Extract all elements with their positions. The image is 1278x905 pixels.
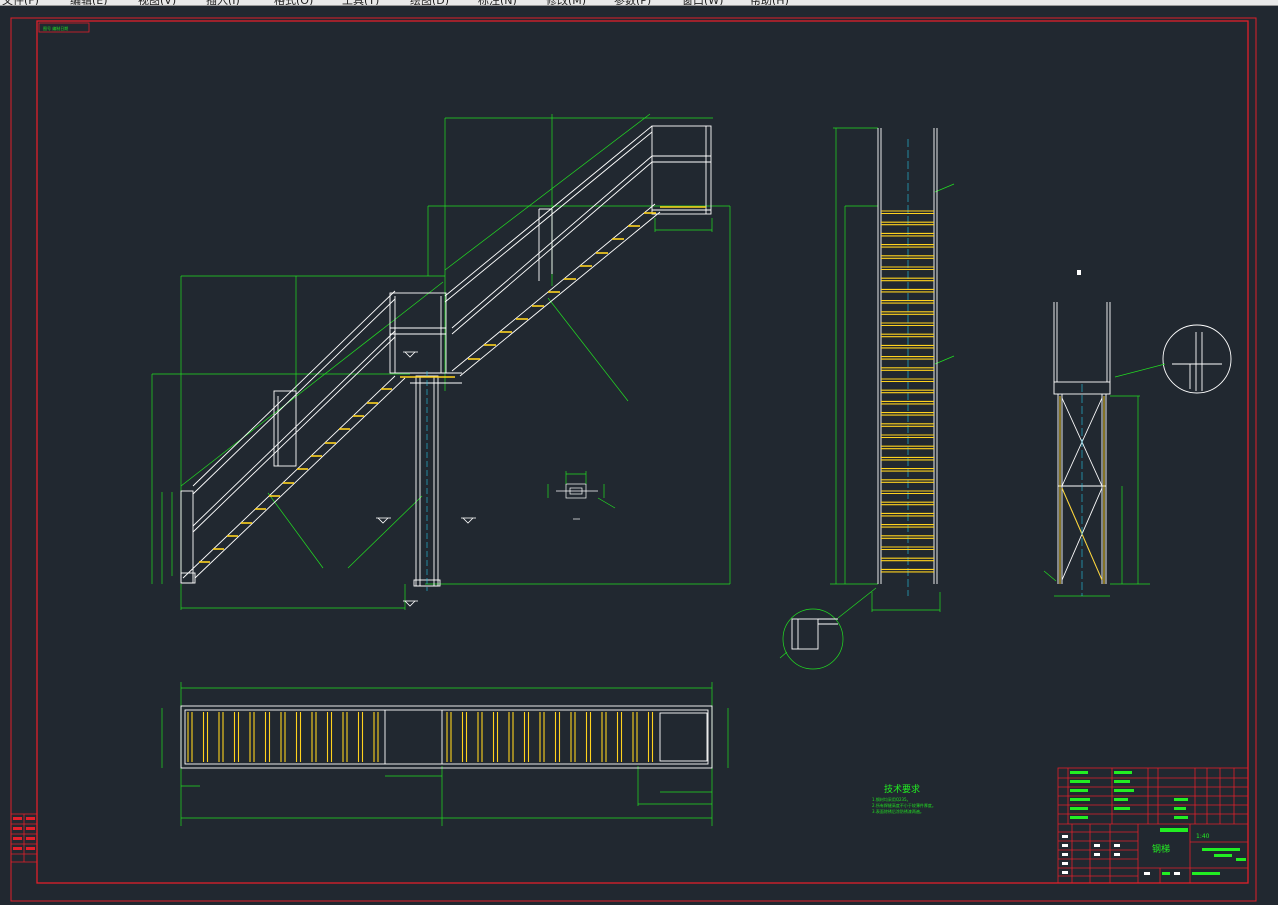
outer-drawing-frame <box>10 17 1257 902</box>
menu-item-1[interactable]: 编辑(E) <box>70 0 108 5</box>
stair-end-view[interactable] <box>1043 270 1232 597</box>
plan-treads <box>187 712 654 762</box>
ladder-rungs <box>881 210 934 573</box>
menu-item-10[interactable]: 窗口(W) <box>682 0 723 5</box>
menu-item-4[interactable]: 格式(O) <box>274 0 313 5</box>
title-block[interactable]: 1:40 钢梯 <box>1057 767 1249 884</box>
note-line-3: 3.表面除锈后涂防锈漆两遍。 <box>872 808 924 814</box>
menu-item-5[interactable]: 工具(T) <box>342 0 379 5</box>
stair-treads <box>199 206 706 563</box>
handrail <box>180 125 712 587</box>
menu-item-6[interactable]: 绘图(D) <box>410 0 449 5</box>
menu-bar: 文件(F) 编辑(E) 视图(V) 插入(I) 格式(O) 工具(T) 绘图(D) 标注(N)… <box>0 0 1278 6</box>
stair-plan-view[interactable] <box>161 682 729 826</box>
menu-item-8[interactable]: 修改(M) <box>546 0 586 5</box>
note-line-2: 2.所有焊缝高度不小于较薄件厚度。 <box>872 802 936 808</box>
binding-strip-text <box>13 817 35 850</box>
menu-item-7[interactable]: 标注(N) <box>478 0 517 5</box>
inner-drawing-frame <box>36 20 1249 884</box>
section-detail[interactable] <box>547 471 616 520</box>
note-line-1: 1.钢材均采用Q235。 <box>872 796 911 802</box>
menu-item-11[interactable]: 帮助(H) <box>750 0 789 5</box>
frame-label: 图号 编制日期 <box>43 25 68 31</box>
technical-notes: 技术要求 1.钢材均采用Q235。 2.所有焊缝高度不小于较薄件厚度。 3.表面… <box>872 783 936 814</box>
frame-label-box <box>38 22 90 33</box>
notes-title: 技术要求 <box>884 783 920 795</box>
scale-text: 1:40 <box>1196 833 1210 840</box>
menu-item-0[interactable]: 文件(F) <box>2 0 39 5</box>
stair-front-elevation[interactable] <box>151 113 731 610</box>
menu-item-2[interactable]: 视图(V) <box>138 0 176 5</box>
cad-drawing-canvas[interactable]: 图号 编制日期 <box>0 6 1278 905</box>
elevation-dimensions <box>151 113 731 610</box>
menu-item-9[interactable]: 参数(P) <box>614 0 651 5</box>
binding-strip <box>10 813 38 863</box>
drawing-name: 钢梯 <box>1152 843 1170 855</box>
menu-item-3[interactable]: 插入(I) <box>206 0 240 5</box>
level-markers <box>376 351 476 607</box>
view-marker <box>1077 270 1081 275</box>
ladder-side-view[interactable] <box>779 127 955 670</box>
